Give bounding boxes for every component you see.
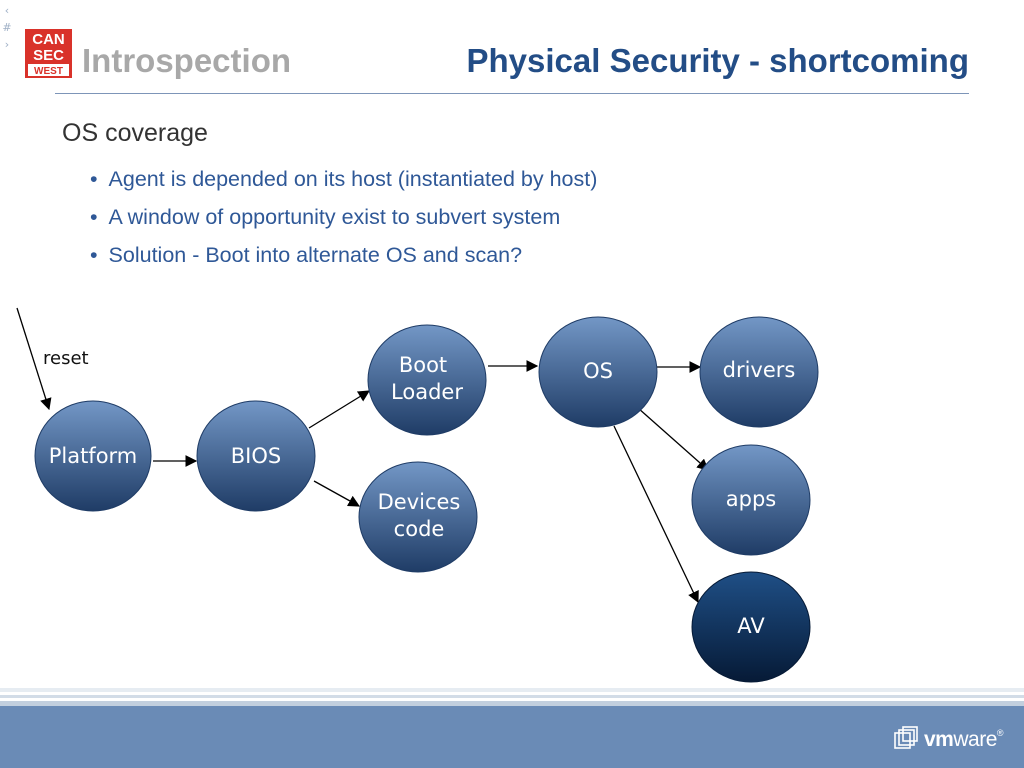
bullet-icon: • [90,205,98,229]
bullet-icon: • [90,167,98,191]
edge-os-apps [637,407,709,471]
node-apps: apps [691,444,811,556]
node-platform: Platform [34,400,152,512]
node-av-label: AV [737,614,765,638]
node-bios: BIOS [196,400,316,512]
node-boot-loader-label-line1: Boot [399,353,447,377]
title-divider [55,93,969,94]
footer-stripes [0,688,1024,706]
registered-mark: ® [996,728,1004,738]
node-apps-label: apps [726,487,776,511]
node-platform-label: Platform [49,444,138,468]
vmware-logo-icon [894,726,918,749]
node-os: OS [538,316,658,428]
boot-chain-diagram: reset Platform BIOS Boot Loader Devices … [16,307,819,683]
bullet-text: A window of opportunity exist to subvert… [108,205,561,229]
vmware-brand-prefix: vm [924,728,954,751]
slide-number-field: # [2,21,12,34]
node-drivers-label: drivers [723,358,796,382]
bullet-text: Solution - Boot into alternate OS and sc… [108,243,523,267]
edge-os-av [613,425,699,604]
slide-number: ‹ # › [0,2,14,53]
bullet-text: Agent is depended on its host (instantia… [108,167,598,191]
node-os-label: OS [583,359,613,383]
section-title: Introspection [82,42,292,79]
node-drivers: drivers [699,316,819,428]
bullet-item: • Agent is depended on its host (instanti… [90,160,597,198]
slide-number-close: › [4,38,10,51]
bullet-item: • Solution - Boot into alternate OS and s… [90,236,597,274]
node-devices-code-label-line1: Devices [378,490,461,514]
bullet-list: • Agent is depended on its host (instanti… [90,160,597,274]
node-boot-loader-label-line2: Loader [391,380,463,404]
cansecwest-logo: CAN SEC WEST [25,29,72,78]
node-bios-label: BIOS [231,444,281,468]
slide-number-open: ‹ [4,4,10,17]
page-title: Physical Security - shortcoming [466,42,969,79]
reset-label: reset [43,348,89,369]
logo-line-can: CAN [32,31,65,48]
bullet-icon: • [90,243,98,267]
edge-bios-devices [313,480,361,507]
edge-bios-bootloader [308,390,370,429]
node-devices-code-label-line2: code [394,517,445,541]
bullet-item: • A window of opportunity exist to subver… [90,198,597,236]
logo-line-sec: SEC [33,47,64,64]
footer-bar [0,706,1024,768]
vmware-logo-text: vmware® [924,728,1004,752]
node-boot-loader: Boot Loader [367,324,487,436]
edge-reset-platform [16,307,52,411]
content-heading: OS coverage [62,119,208,147]
node-devices-code: Devices code [358,461,478,573]
logo-line-west: WEST [34,66,63,77]
node-av: AV [691,571,811,683]
vmware-brand-suffix: ware [953,728,997,751]
